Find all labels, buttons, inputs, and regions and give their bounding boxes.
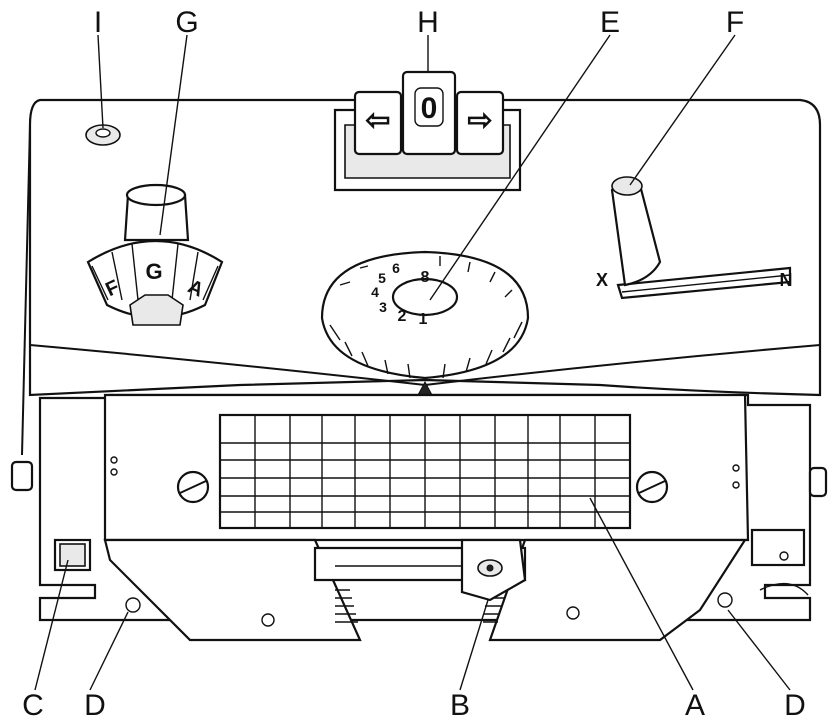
callout-f: F [726, 6, 744, 39]
counter-value-window [401, 70, 457, 156]
callout-d-left: D [84, 689, 106, 721]
counter-left-key[interactable] [353, 90, 403, 156]
callout-e: E [600, 6, 620, 39]
callout-c: C [22, 689, 44, 721]
callout-h: H [417, 6, 439, 39]
counter-right-arrow-icon: ⇨ [467, 104, 492, 137]
selector-lever[interactable]: X N [596, 176, 793, 300]
right-skirt [488, 538, 748, 642]
dial-number-4: 4 [371, 284, 379, 300]
counter-left-arrow-icon: ⇦ [365, 104, 390, 137]
lever-label-x: X [596, 270, 608, 290]
counter-right-key[interactable] [455, 90, 505, 156]
callout-g: G [175, 6, 198, 39]
dial-number-5: 5 [378, 270, 386, 286]
dial-number-2: 2 [398, 308, 407, 325]
dial-number-3: 3 [379, 299, 387, 315]
side-pegs [10, 460, 828, 498]
left-skirt-hole [261, 613, 275, 627]
callout-a: A [685, 689, 705, 721]
right-mounting-hole [717, 592, 733, 608]
callout-b: B [450, 689, 470, 721]
housing-left-side [21, 124, 31, 456]
right-skirt-hole [566, 606, 580, 620]
leader-lines [34, 34, 791, 691]
right-bracket [750, 528, 806, 567]
grid-lines [220, 415, 630, 528]
reset-button[interactable] [53, 538, 92, 572]
dial-number-6: 6 [392, 260, 400, 276]
counter-value: 0 [421, 92, 438, 125]
small-holes [110, 456, 740, 489]
callout-d-right: D [784, 689, 806, 721]
stitch-length-dial[interactable]: 8 1 2 3 4 5 6 [320, 250, 530, 396]
left-skirt [103, 538, 362, 642]
left-screw [176, 470, 210, 504]
callout-i: I [94, 6, 102, 39]
dial-number-8: 8 [421, 269, 430, 286]
right-screw [635, 470, 669, 504]
pattern-knob-label-g: G [145, 259, 162, 284]
dial-number-1: 1 [419, 311, 428, 328]
pattern-knob[interactable]: F G A [86, 183, 224, 326]
lever-label-n: N [780, 270, 793, 290]
row-counter[interactable]: ⇦ 0 ⇨ [333, 70, 522, 192]
yarn-guide[interactable] [313, 538, 527, 602]
top-panel [28, 98, 822, 397]
left-mounting-hole [125, 597, 141, 613]
